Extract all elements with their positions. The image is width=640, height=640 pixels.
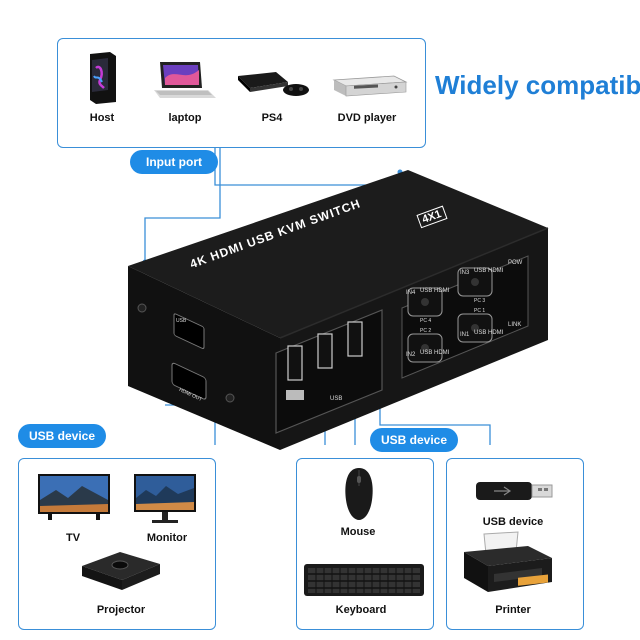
port-label-usb-hdmi-2: USB HDMI	[420, 350, 450, 356]
pc-tower-icon	[82, 50, 122, 105]
mouse-icon	[342, 466, 376, 522]
port-label-in1: IN1	[460, 332, 470, 338]
game-console-icon	[232, 66, 312, 101]
device-label-keyboard: Keyboard	[335, 604, 387, 616]
device-label-mouse: Mouse	[340, 526, 376, 538]
laptop-icon	[150, 58, 220, 103]
usb-stick-icon	[474, 476, 556, 506]
device-label-monitor: Monitor	[146, 532, 188, 544]
port-label-pc4: PC 4	[420, 318, 432, 324]
port-label-pc3: PC 3	[474, 298, 486, 304]
kvm-switch-device	[120, 168, 550, 453]
usb-device-badge-center: USB device	[370, 428, 458, 452]
dvd-player-icon	[330, 72, 410, 102]
device-label-projector: Projector	[96, 604, 146, 616]
device-label-host: Host	[89, 112, 115, 124]
port-label-pc1: PC 1	[474, 308, 486, 314]
port-label-in4: IN4	[406, 290, 416, 296]
projector-icon	[76, 548, 166, 594]
input-port-badge: Input port	[130, 150, 218, 174]
device-label-tv: TV	[65, 532, 81, 544]
port-label-pc2: PC 2	[420, 328, 432, 334]
device-label-usb-device: USB device	[482, 516, 544, 528]
port-label-usb-hdmi-3: USB HDMI	[474, 268, 504, 274]
port-label-usb-hdmi-1: USB HDMI	[474, 330, 504, 336]
headline-widely-compatible: Widely compatible	[435, 70, 640, 100]
port-label-usb-hdmi-4: USB HDMI	[420, 288, 450, 294]
device-label-ps4: PS4	[261, 112, 283, 124]
monitor-icon	[132, 472, 198, 528]
printer-icon	[458, 530, 558, 598]
port-label-usb-front: USB	[176, 318, 187, 324]
indicator-label-pow: POW	[508, 260, 523, 266]
port-label-usb: USB	[330, 396, 343, 402]
tv-icon	[36, 472, 112, 524]
port-label-in2: IN2	[406, 352, 416, 358]
keyboard-icon	[302, 562, 426, 598]
device-label-printer: Printer	[495, 604, 531, 616]
usb-device-badge-left: USB device	[18, 424, 106, 448]
device-label-dvd-player: DVD player	[337, 112, 397, 124]
indicator-label-link: LINK	[508, 322, 522, 328]
port-label-in3: IN3	[460, 270, 470, 276]
device-label-laptop: laptop	[168, 112, 202, 124]
